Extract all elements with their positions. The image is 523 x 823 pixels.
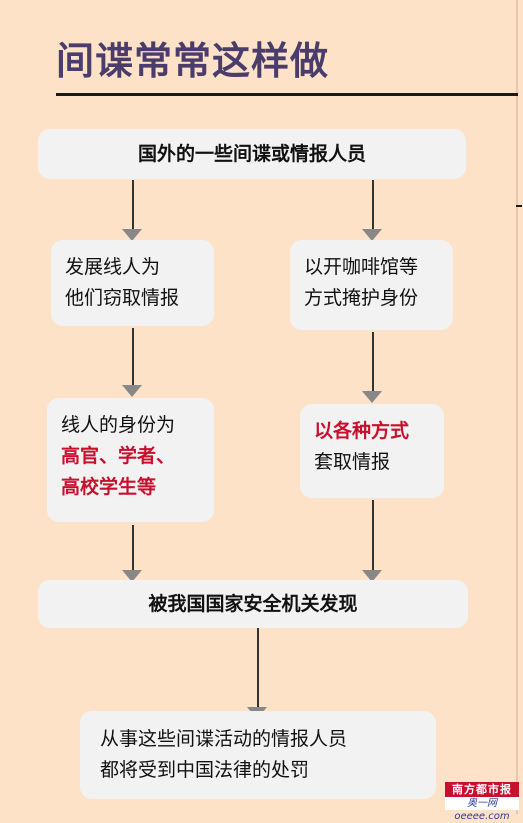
connector-right2-middle [372,500,374,570]
node-obtain-intelligence: 以各种方式 套取情报 [300,404,444,498]
node-discovered: 被我国国家安全机关发现 [38,580,468,628]
node-text-line: 发展线人为 [65,256,161,278]
arrow-down-icon [362,391,382,403]
logo-url: 奥一网oeeee.com [445,797,519,822]
node-spies: 国外的一些间谍或情报人员 [38,129,466,179]
connector-left2-middle [132,525,134,570]
connector-right1-right2 [372,332,374,392]
node-text-line: 从事这些间谍活动的情报人员 [100,728,348,750]
connector-left1-left2 [132,328,134,386]
node-punishment: 从事这些间谍活动的情报人员 都将受到中国法律的处罚 [80,711,436,799]
node-text-line: 以开咖啡馆等 [304,256,419,278]
node-spies-text: 国外的一些间谍或情报人员 [137,142,366,165]
node-informant-identity: 线人的身份为 高官、学者、 高校学生等 [47,398,214,522]
arrow-down-icon [362,570,382,582]
connector-top-right [372,180,374,230]
node-discovered-text: 被我国国家安全机关发现 [148,592,358,615]
node-text-line: 他们窃取情报 [65,287,180,309]
right-border [516,0,518,814]
node-text-line: 方式掩护身份 [304,287,419,309]
right-border-tick [516,205,522,207]
arrow-down-icon [122,385,142,397]
connector-top-left [132,180,134,230]
publisher-logo: 南方都市报 奥一网oeeee.com [445,782,519,822]
node-text-line: 都将受到中国法律的处罚 [100,759,310,781]
highlight-text: 高官、学者、 [61,445,176,467]
highlight-text: 以各种方式 [314,420,410,442]
connector-middle-bottom [257,628,259,708]
node-cafe-cover: 以开咖啡馆等 方式掩护身份 [290,240,453,330]
page-title: 间谍常常这样做 [56,39,330,83]
node-text-line: 套取情报 [314,451,391,473]
node-develop-informants: 发展线人为 他们窃取情报 [51,240,214,326]
title-underline [56,93,518,96]
arrow-down-icon [122,229,142,241]
highlight-text: 高校学生等 [61,476,157,498]
arrow-down-icon [362,229,382,241]
arrow-down-icon [122,570,142,582]
node-text-line: 线人的身份为 [61,414,176,436]
logo-title: 南方都市报 [445,782,519,797]
